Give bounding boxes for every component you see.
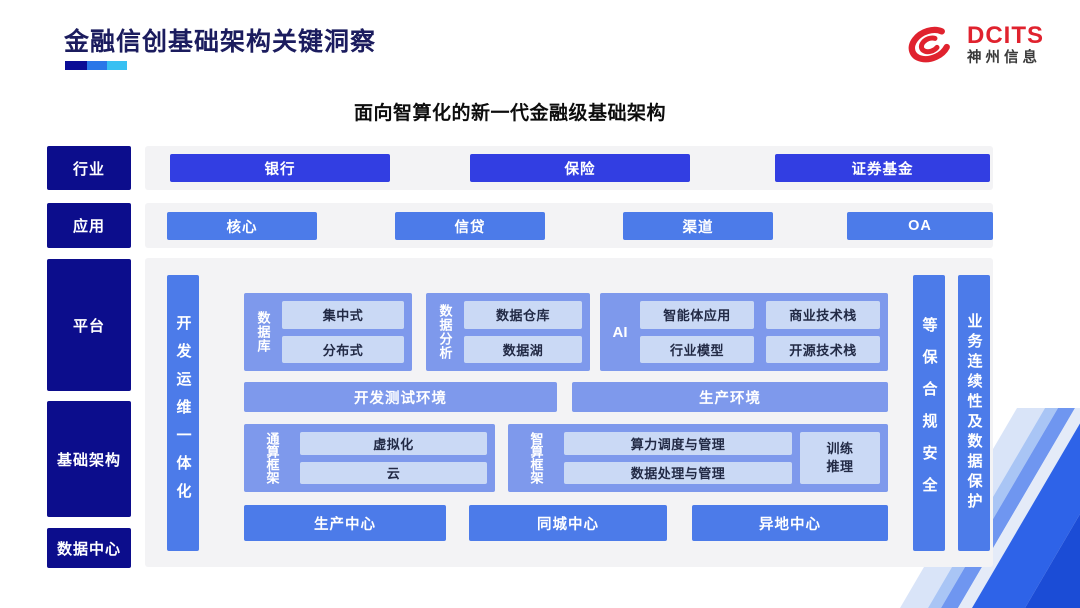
side-label-datacenter: 数据中心 bbox=[47, 528, 131, 568]
application-item-oa: OA bbox=[847, 212, 993, 240]
item-compute-scheduling: 算力调度与管理 bbox=[564, 432, 792, 455]
group-database-items: 集中式 分布式 bbox=[282, 301, 404, 363]
application-item-core: 核心 bbox=[167, 212, 317, 240]
logo-text: DCITS 神州信息 bbox=[967, 23, 1044, 66]
inference-line: 推理 bbox=[826, 459, 854, 474]
devops-pillar: 开发运维一体化 bbox=[167, 275, 199, 551]
business-continuity-pillar: 业务连续性及数据保护 bbox=[958, 275, 990, 551]
item-data-processing: 数据处理与管理 bbox=[564, 461, 792, 484]
industry-item-securities: 证券基金 bbox=[775, 154, 990, 182]
application-item-channel: 渠道 bbox=[623, 212, 773, 240]
group-database: 数据库 集中式 分布式 bbox=[244, 293, 412, 371]
item-agent-apps: 智能体应用 bbox=[640, 301, 754, 329]
logo-company: 神州信息 bbox=[967, 50, 1041, 67]
item-industry-models: 行业模型 bbox=[640, 335, 754, 363]
side-label-infrastructure: 基础架构 bbox=[47, 401, 131, 517]
group-general-compute: 通算框架 虚拟化 云 bbox=[244, 424, 495, 492]
side-label-industry: 行业 bbox=[47, 146, 131, 190]
side-label-application: 应用 bbox=[47, 203, 131, 248]
group-analytics: 数据分析 数据仓库 数据湖 bbox=[426, 293, 590, 371]
item-datalake: 数据湖 bbox=[464, 335, 582, 363]
env-production: 生产环境 bbox=[572, 382, 888, 412]
application-row: 核心 信贷 渠道 OA bbox=[145, 203, 993, 248]
title-underline bbox=[65, 61, 127, 70]
diagram-subtitle: 面向智算化的新一代金融级基础架构 bbox=[353, 103, 666, 124]
env-dev-test: 开发测试环境 bbox=[244, 382, 557, 412]
platform-area: 开发运维一体化 数据库 集中式 分布式 数据分析 数据仓库 数据湖 AI 智能体… bbox=[145, 258, 993, 567]
center-production: 生产中心 bbox=[244, 505, 446, 541]
dcits-logo: DCITS 神州信息 bbox=[900, 16, 1044, 74]
item-warehouse: 数据仓库 bbox=[464, 301, 582, 329]
center-same-city: 同城中心 bbox=[469, 505, 667, 541]
side-label-platform: 平台 bbox=[47, 259, 131, 391]
item-centralized: 集中式 bbox=[282, 301, 404, 329]
dcits-swirl-icon bbox=[908, 26, 950, 63]
page-title: 金融信创基础架构关键洞察 bbox=[64, 28, 377, 56]
group-general-compute-label: 通算框架 bbox=[264, 432, 280, 484]
security-compliance-pillar: 等保合规安全 bbox=[913, 275, 945, 551]
item-distributed: 分布式 bbox=[282, 335, 404, 363]
group-analytics-label: 数据分析 bbox=[437, 304, 453, 360]
item-opensource-stack: 开源技术栈 bbox=[766, 335, 880, 363]
group-general-compute-items: 虚拟化 云 bbox=[300, 432, 487, 484]
application-item-credit: 信贷 bbox=[395, 212, 545, 240]
item-cloud: 云 bbox=[300, 461, 487, 484]
item-training-inference: 训练 推理 bbox=[800, 432, 880, 484]
group-smart-compute-label: 智算框架 bbox=[528, 432, 544, 484]
group-ai-label: AI bbox=[612, 323, 628, 341]
item-commercial-stack: 商业技术栈 bbox=[766, 301, 880, 329]
center-remote: 异地中心 bbox=[692, 505, 888, 541]
item-virtualization: 虚拟化 bbox=[300, 432, 487, 455]
group-ai: AI 智能体应用 商业技术栈 行业模型 开源技术栈 bbox=[600, 293, 888, 371]
group-analytics-items: 数据仓库 数据湖 bbox=[464, 301, 582, 363]
industry-item-bank: 银行 bbox=[170, 154, 390, 182]
group-smart-compute-items: 算力调度与管理 数据处理与管理 bbox=[564, 432, 792, 484]
training-line: 训练 bbox=[826, 441, 854, 457]
industry-row: 银行 保险 证券基金 bbox=[145, 146, 993, 190]
group-smart-compute: 智算框架 算力调度与管理 数据处理与管理 训练 推理 bbox=[508, 424, 888, 492]
group-database-label: 数据库 bbox=[255, 311, 271, 353]
group-ai-items: 智能体应用 商业技术栈 行业模型 开源技术栈 bbox=[640, 301, 880, 363]
industry-item-insurance: 保险 bbox=[470, 154, 690, 182]
logo-brand: DCITS bbox=[967, 22, 1044, 50]
